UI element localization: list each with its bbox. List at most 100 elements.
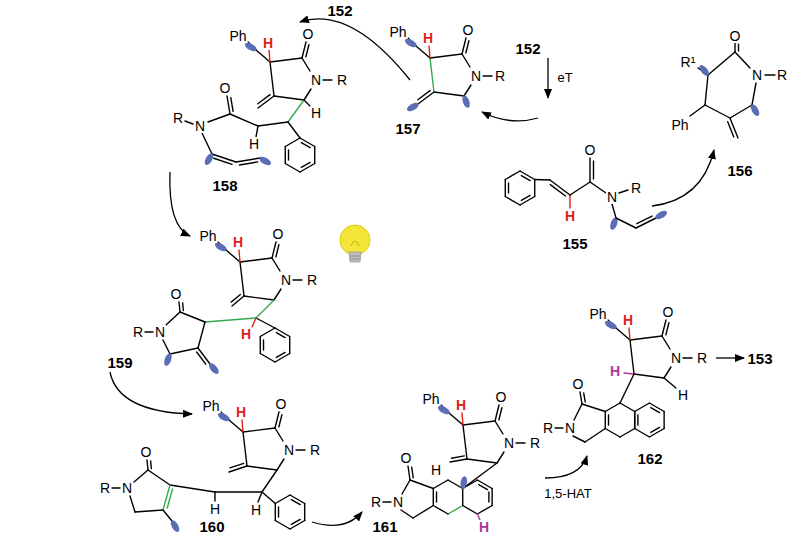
bond [231, 295, 240, 303]
atom-label: O [302, 27, 315, 41]
bond [620, 403, 635, 412]
bond [495, 421, 503, 434]
bond [288, 122, 300, 138]
bond [412, 467, 414, 478]
bond [634, 412, 635, 429]
bond [262, 492, 275, 504]
atom-label: O [662, 305, 675, 319]
orbital-lobe [163, 352, 173, 366]
side-arrow [652, 150, 714, 206]
bond [145, 331, 153, 332]
bond [244, 296, 274, 300]
atom-label: H [564, 209, 576, 223]
bond [256, 126, 258, 137]
bond [247, 466, 277, 470]
bond [616, 328, 630, 340]
bond [620, 374, 634, 403]
step-label: eT [556, 71, 573, 85]
atom-label: O [729, 29, 742, 43]
bond [239, 250, 240, 262]
atom-label: Ph [588, 307, 607, 321]
bond [429, 46, 430, 58]
atom-label: Ph [201, 399, 220, 413]
bond [479, 485, 488, 490]
atom-label: Ph [388, 25, 407, 39]
atom-label: H [232, 235, 244, 249]
atom-label: R [529, 436, 541, 450]
bond [275, 504, 276, 521]
bond [293, 279, 302, 280]
cycle-arrow [312, 512, 362, 525]
bond [243, 432, 247, 466]
atom-label: R¹ [680, 55, 697, 69]
bond [534, 180, 535, 197]
orbital-lobe [749, 103, 761, 117]
bond [584, 393, 586, 402]
orbital-lobe [406, 101, 420, 113]
bond [180, 312, 205, 322]
bond [508, 183, 509, 193]
bond [550, 180, 570, 195]
atom-label: R [542, 421, 554, 435]
bond [205, 318, 256, 322]
bond [260, 328, 275, 337]
bond [301, 162, 310, 167]
orbital-lobe [459, 476, 468, 490]
bond [413, 506, 433, 519]
bond [302, 58, 310, 71]
atom-label: H [430, 463, 442, 477]
bond [148, 470, 170, 485]
bond [651, 408, 660, 413]
atom-label: R [306, 273, 318, 287]
bond [214, 492, 215, 501]
atom-label: H [250, 503, 262, 517]
bond [301, 143, 310, 148]
bond [112, 487, 120, 488]
compound-number: 153 [746, 351, 773, 366]
bond [410, 480, 433, 489]
bond [182, 303, 184, 311]
bond [274, 96, 304, 100]
atom-label: H [677, 388, 689, 402]
bond [624, 373, 634, 374]
bond [229, 420, 243, 432]
bond [304, 504, 305, 521]
bulb-filament [351, 241, 359, 246]
bond [505, 171, 520, 180]
atom-label: N [606, 190, 618, 204]
bond [690, 105, 705, 116]
bond [208, 114, 230, 122]
bond [170, 348, 198, 354]
bond [288, 100, 304, 122]
bond [582, 404, 605, 412]
compound-number: 158 [211, 178, 238, 193]
bond [256, 50, 270, 62]
bond [585, 429, 605, 443]
bond [226, 250, 240, 262]
compound-number: 161 [371, 519, 398, 534]
reaction-arrows [110, 19, 744, 525]
bond [612, 204, 616, 218]
bond [651, 427, 660, 432]
bond [279, 415, 282, 427]
bond [450, 459, 467, 462]
bond [550, 185, 565, 196]
bond [256, 300, 274, 318]
bond [163, 485, 170, 510]
bond [630, 336, 662, 340]
bond [555, 427, 563, 428]
atom-label: H [262, 36, 274, 50]
bond [212, 154, 236, 162]
bond [634, 374, 664, 378]
bond [242, 420, 243, 432]
bond [227, 96, 230, 114]
bond [708, 52, 735, 75]
atom-label: R [630, 181, 642, 195]
bond [166, 312, 180, 325]
bond [179, 302, 180, 312]
bond [448, 506, 463, 515]
atom-label: O [219, 81, 232, 95]
bond [593, 161, 594, 179]
bond [258, 122, 288, 126]
